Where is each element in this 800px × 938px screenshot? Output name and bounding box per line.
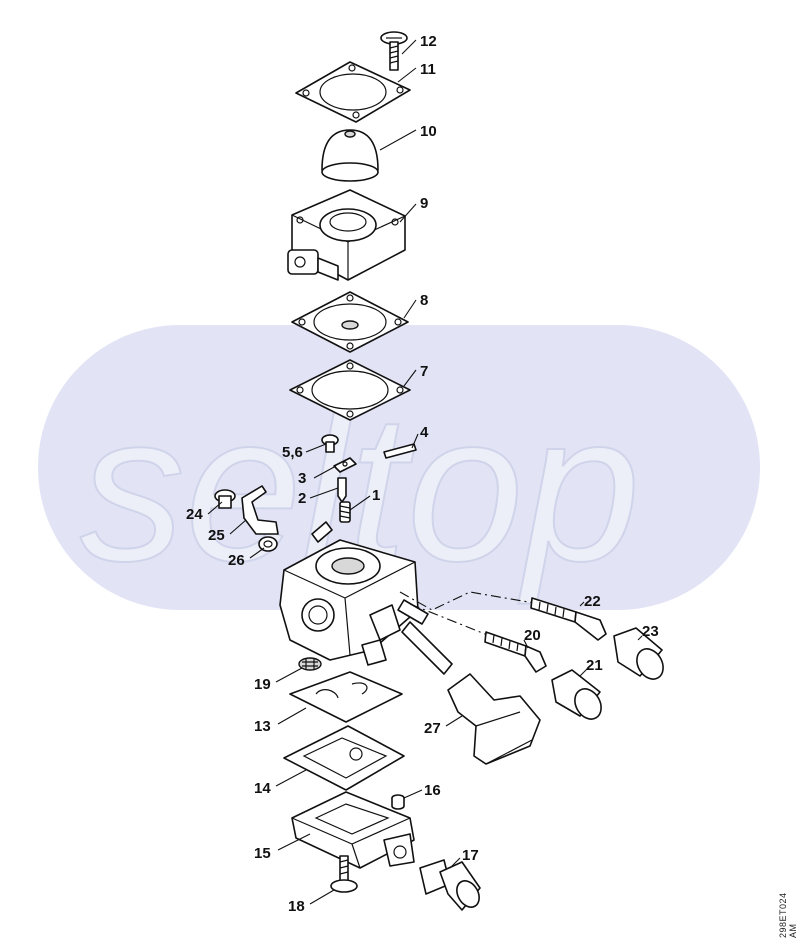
label-9: 9	[420, 195, 428, 212]
part-9-pump-cover	[287, 189, 406, 281]
part-16-pin	[391, 794, 405, 810]
label-26: 26	[228, 552, 245, 569]
label-15: 15	[254, 845, 271, 862]
label-10: 10	[420, 123, 437, 140]
part-2-needle	[337, 477, 347, 503]
part-3-lever	[333, 457, 357, 473]
label-25: 25	[208, 527, 225, 544]
label-12: 12	[420, 33, 437, 50]
label-17: 17	[462, 847, 479, 864]
part-13-gasket	[289, 671, 403, 723]
part-14-metering-diaphragm	[283, 725, 405, 791]
label-21: 21	[586, 657, 603, 674]
part-25-lever	[241, 485, 279, 535]
part-20-adjusting-screw	[484, 631, 547, 673]
part-22-adjusting-screw	[530, 597, 607, 641]
label-24: 24	[186, 506, 203, 523]
drawing-code: 298ET024 AM	[778, 892, 798, 938]
part-11-gasket	[295, 61, 411, 123]
centerline-20	[409, 603, 491, 637]
label-3: 3	[298, 470, 306, 487]
label-4: 4	[420, 424, 429, 441]
label-14: 14	[254, 780, 271, 797]
label-27: 27	[424, 720, 441, 737]
part-17-fitting	[419, 859, 481, 911]
label-1: 1	[372, 487, 380, 504]
leader-lines	[207, 39, 643, 905]
label-16: 16	[424, 782, 441, 799]
part-15-end-cover	[291, 791, 415, 869]
watermark: seltop	[38, 325, 760, 610]
part-26-bushing	[258, 536, 278, 552]
part-5-6-screw	[321, 434, 339, 453]
label-13: 13	[254, 718, 271, 735]
label-20: 20	[524, 627, 541, 644]
label-18: 18	[288, 898, 305, 915]
centerline-22	[399, 591, 541, 611]
label-8: 8	[420, 292, 428, 309]
part-4-pin	[383, 443, 417, 459]
carburetor-body	[279, 521, 453, 675]
part-10-primer-bulb	[321, 129, 379, 182]
part-8-diaphragm	[291, 291, 409, 353]
label-2: 2	[298, 490, 306, 507]
label-22: 22	[584, 593, 601, 610]
part-27-boot	[447, 673, 541, 765]
label-5-6: 5,6	[282, 444, 303, 461]
label-11: 11	[420, 61, 436, 78]
part-23-limiter-cap	[613, 627, 664, 680]
part-labels: 12 11 10 9 8 7 4 5,6 3 2 1 24 25 26 22 2…	[186, 33, 659, 915]
label-7: 7	[420, 363, 428, 380]
part-1-spring	[339, 501, 351, 523]
label-19: 19	[254, 676, 271, 693]
part-24-shaft	[214, 489, 236, 509]
label-23: 23	[642, 623, 659, 640]
part-12-screw	[380, 31, 408, 71]
part-19-filter-screen	[298, 657, 322, 671]
part-18-screw	[330, 855, 358, 893]
part-7-gasket	[289, 359, 411, 421]
part-21-limiter-cap	[551, 669, 602, 720]
